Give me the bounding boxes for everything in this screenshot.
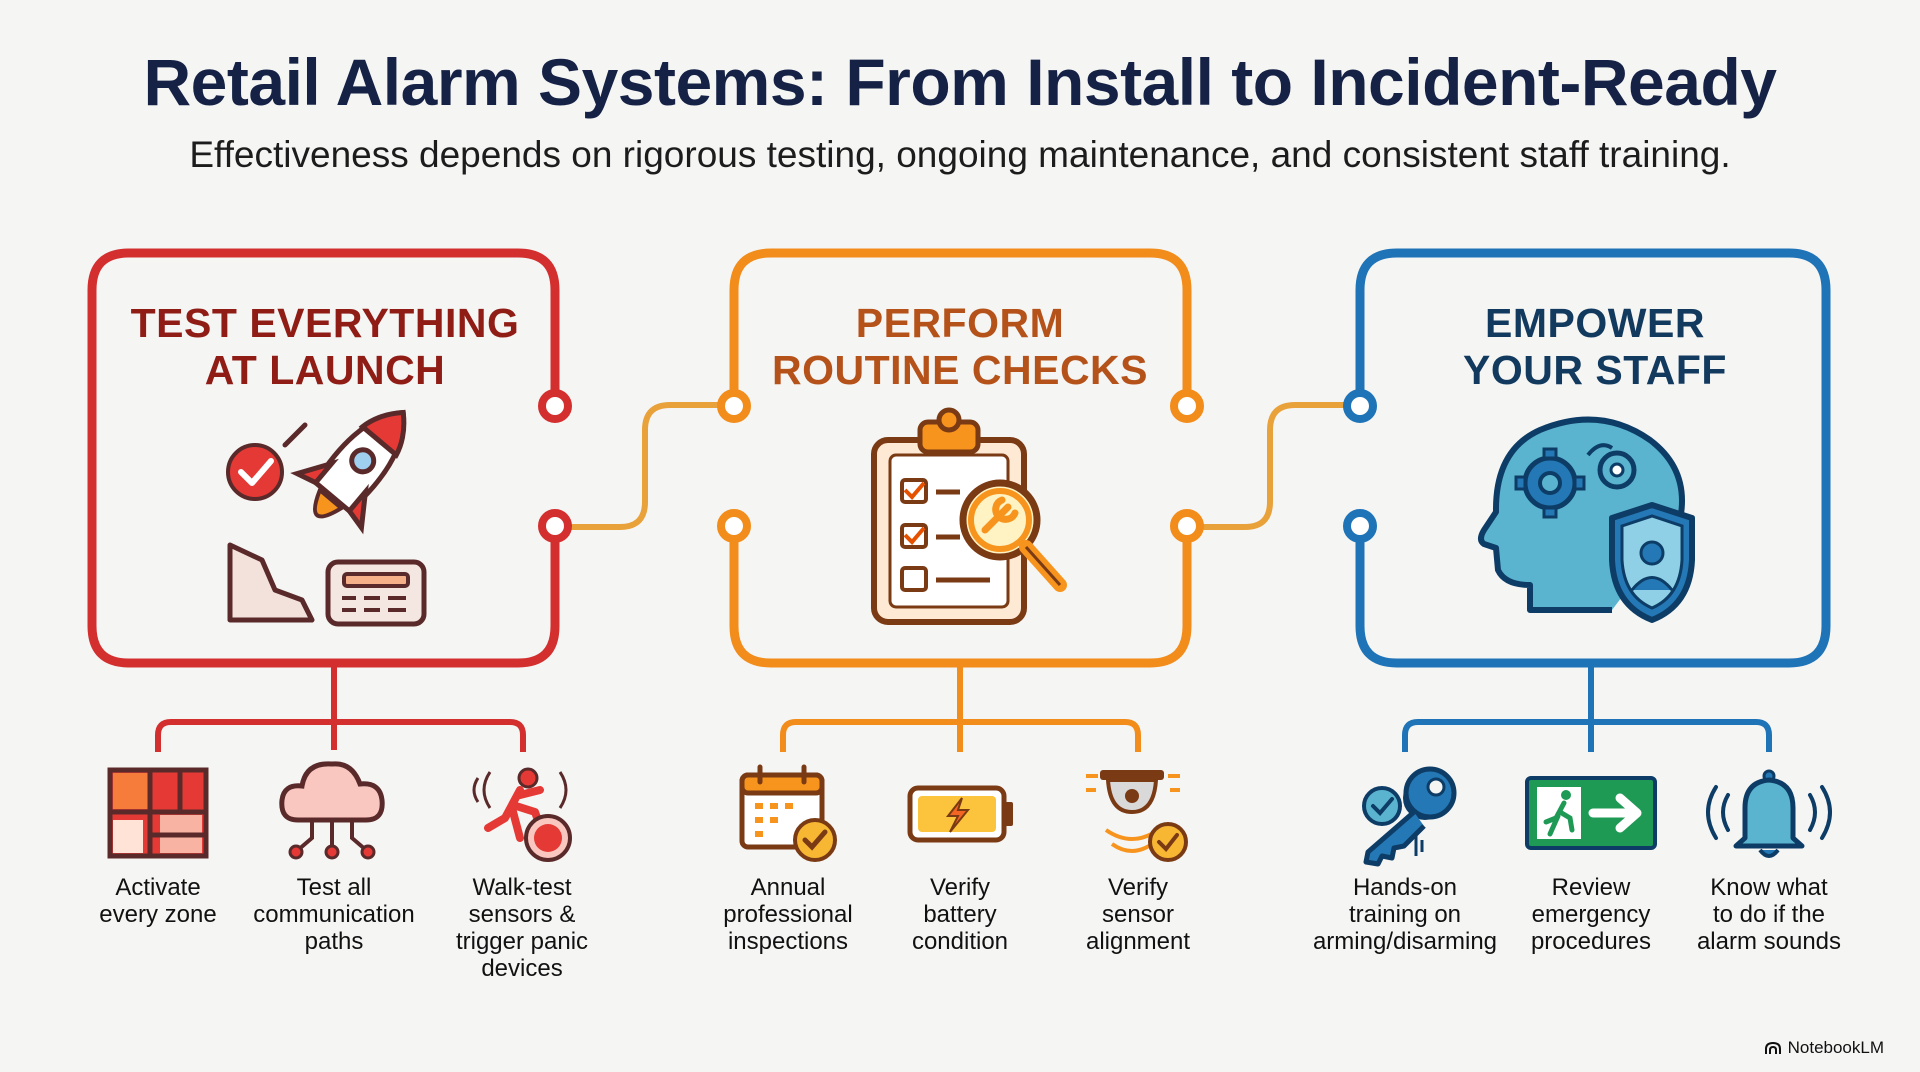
- sub-label-annual-inspections: Annual professional inspections: [678, 874, 898, 955]
- label-line: communication: [253, 901, 415, 928]
- rocket-launch-icon: [226, 409, 427, 627]
- label-line: every zone: [99, 901, 217, 928]
- card-title-line: TEST EVERYTHING: [130, 300, 520, 346]
- label-line: paths: [304, 928, 364, 955]
- card-frame-staff: [1355, 248, 1831, 668]
- exit-sign-icon: [1525, 776, 1657, 850]
- brand-name: NotebookLM: [1787, 1038, 1884, 1057]
- label-line: to do if the: [1712, 901, 1826, 928]
- label-line: Annual: [750, 874, 826, 901]
- label-line: devices: [481, 955, 563, 982]
- label-line: procedures: [1530, 928, 1652, 955]
- connector-routine-staff: [1189, 402, 1358, 530]
- brand-watermark: NotebookLM: [1764, 1038, 1884, 1058]
- key-shape: [1362, 766, 1457, 867]
- label-line: battery: [923, 901, 997, 928]
- head-shield-icon: [1478, 416, 1695, 623]
- sensor-check-icon: [1086, 770, 1188, 862]
- sub-label-battery-condition: Verify battery condition: [850, 874, 1070, 955]
- sub-label-sensor-alignment: Verify sensor alignment: [1028, 874, 1248, 955]
- connector-launch-routine: [557, 402, 732, 530]
- label-line: condition: [911, 928, 1009, 955]
- sub-label-emergency-procedures: Review emergency procedures: [1481, 874, 1701, 955]
- label-line: Verify: [929, 874, 991, 901]
- label-line: emergency: [1531, 901, 1651, 928]
- card-title-line: ROUTINE CHECKS: [771, 347, 1149, 393]
- label-line: Hands-on: [1352, 874, 1458, 901]
- label-line: alarm sounds: [1696, 928, 1842, 955]
- label-line: alignment: [1085, 928, 1191, 955]
- cloud-network-icon: [279, 761, 385, 860]
- notebooklm-logo-icon: [1764, 1041, 1781, 1054]
- card-title-staff: EMPOWER YOUR STAFF: [1370, 300, 1820, 394]
- zone-grid-icon: [107, 767, 209, 859]
- page-title: Retail Alarm Systems: From Install to In…: [143, 45, 1777, 119]
- sub-label-alarm-sounds: Know what to do if the alarm sounds: [1659, 874, 1879, 955]
- card-title-line: YOUR STAFF: [1463, 347, 1727, 393]
- card-frame-routine: [729, 248, 1192, 668]
- label-line: sensor: [1101, 901, 1175, 928]
- label-line: Walk-test: [472, 874, 572, 901]
- alarm-bell-icon: [1706, 769, 1832, 858]
- clipboard-wrench-icon: [871, 407, 1067, 625]
- label-line: Test all: [296, 874, 372, 901]
- label-line: Verify: [1107, 874, 1169, 901]
- sub-label-walk-test: Walk-test sensors & trigger panic device…: [412, 874, 632, 982]
- sub-label-communication-paths: Test all communication paths: [224, 874, 444, 955]
- branch-launch: [155, 667, 526, 752]
- label-line: Know what: [1710, 874, 1828, 901]
- gear-small-icon: [1597, 450, 1637, 490]
- label-line: trigger panic: [455, 928, 589, 955]
- card-frame-launch: [87, 248, 560, 668]
- connector-dots: [538, 389, 1377, 543]
- label-line: arming/disarming: [1312, 928, 1498, 955]
- sub-label-arming-training: Hands-on training on arming/disarming: [1295, 874, 1515, 955]
- card-title-line: AT LAUNCH: [204, 347, 446, 393]
- battery-icon: [907, 785, 1013, 843]
- label-line: Activate: [115, 874, 201, 901]
- card-title-routine: PERFORM ROUTINE CHECKS: [740, 300, 1180, 394]
- runner-panic-icon: [472, 767, 572, 862]
- label-line: inspections: [727, 928, 849, 955]
- sub-label-activate-zone: Activate every zone: [48, 874, 268, 928]
- label-line: training on: [1348, 901, 1462, 928]
- gear-icon: [1514, 447, 1586, 519]
- page-subtitle: Effectiveness depends on rigorous testin…: [189, 134, 1731, 175]
- branch-staff: [1402, 667, 1772, 752]
- label-line: professional: [723, 901, 853, 928]
- label-line: sensors &: [468, 901, 576, 928]
- card-title-line: EMPOWER: [1485, 300, 1705, 346]
- label-line: Review: [1551, 874, 1631, 901]
- card-title-launch: TEST EVERYTHING AT LAUNCH: [100, 300, 550, 394]
- card-title-line: PERFORM: [855, 300, 1065, 346]
- calendar-check-icon: [739, 764, 837, 862]
- branch-routine: [780, 667, 1141, 752]
